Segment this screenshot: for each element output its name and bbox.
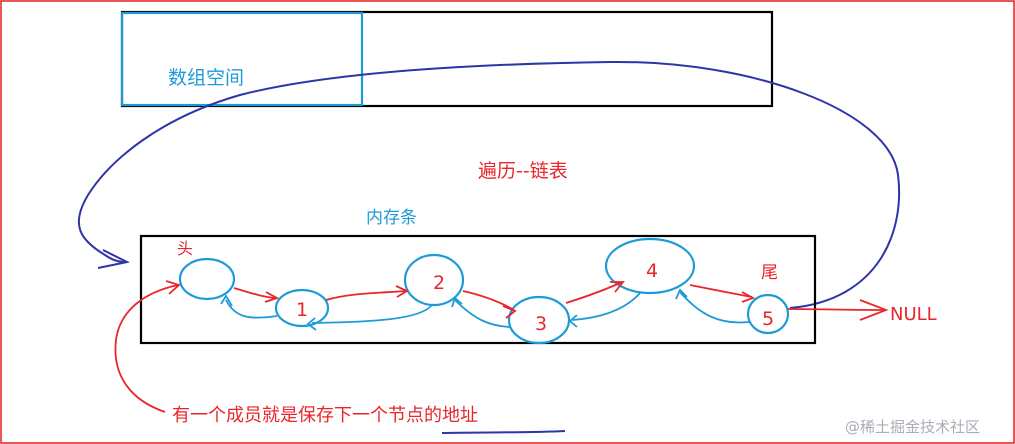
back-5-4-arrowhead: [675, 288, 688, 300]
back-4-3-arrowhead: [568, 314, 578, 328]
back-5-4: [679, 291, 750, 324]
back-3-2: [454, 299, 511, 328]
link-5-null-arrowhead: [859, 299, 889, 321]
node-5-label: 5: [762, 308, 774, 330]
back-4-3: [571, 292, 641, 321]
back-1-head-arrowhead: [220, 294, 233, 307]
link-head-1: [233, 287, 277, 299]
link-3-4-arrowhead: [610, 281, 625, 293]
note-pointer-arrowhead: [165, 280, 181, 295]
link-head-1-arrowhead: [264, 291, 280, 303]
node-4: [604, 237, 696, 295]
tail-label: 尾: [761, 263, 778, 283]
traversal-arrowhead: [97, 249, 131, 269]
note-underline: [441, 430, 566, 434]
memory-label: 内存条: [366, 208, 417, 228]
memory-strip-box: [139, 234, 817, 345]
back-2-1-arrowhead: [306, 317, 317, 331]
null-label: NULL: [890, 304, 937, 325]
node-4-label: 4: [646, 260, 658, 282]
node-1: [274, 288, 330, 328]
traversal-curve: [78, 60, 901, 309]
node-1-label: 1: [296, 299, 308, 321]
link-1-2: [325, 290, 407, 301]
backward-links: [220, 288, 750, 331]
head-label: 头: [177, 239, 193, 258]
array-space-label: 数组空间: [168, 67, 244, 89]
array-space-box: [120, 10, 774, 108]
link-2-3-arrowhead: [502, 305, 517, 319]
back-1-head: [225, 299, 278, 319]
node-3-label: 3: [535, 313, 547, 335]
note-pointer: [114, 284, 179, 413]
node-3: [507, 295, 571, 345]
node-5: [746, 293, 790, 335]
title-label: 遍历--链表: [478, 160, 568, 182]
forward-links: [233, 281, 889, 321]
link-3-4: [565, 281, 623, 304]
back-2-1: [311, 304, 433, 324]
head-node: [178, 257, 236, 301]
watermark: @稀土掘金技术社区: [845, 418, 980, 436]
back-3-2-arrowhead: [451, 296, 463, 308]
link-4-5-arrowhead: [741, 291, 756, 303]
link-4-5: [689, 284, 753, 298]
node-2: [403, 253, 465, 307]
array-space-highlight: [120, 11, 364, 107]
node-2-label: 2: [433, 272, 445, 294]
link-5-null: [787, 308, 886, 311]
link-2-3: [462, 290, 515, 311]
link-1-2-arrowhead: [395, 285, 409, 298]
note-text: 有一个成员就是保存下一个节点的地址: [172, 405, 478, 426]
